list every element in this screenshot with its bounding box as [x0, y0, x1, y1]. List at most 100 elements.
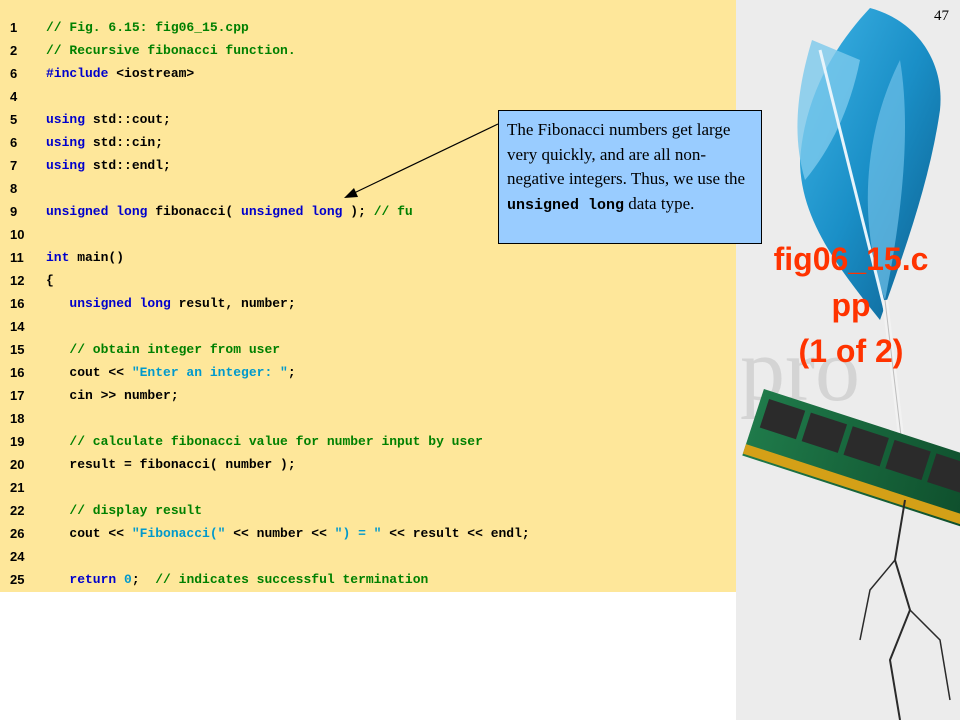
- line-number: 9: [10, 204, 18, 219]
- line-number: 7: [10, 158, 18, 173]
- code-text: // calculate fibonacci value for number …: [46, 430, 483, 453]
- line-number: 22: [10, 503, 25, 518]
- code-token: cout <<: [46, 526, 132, 541]
- code-token: result, number;: [170, 296, 296, 311]
- line-number: 26: [10, 526, 25, 541]
- code-line: 2 // Recursive fibonacci function.: [0, 39, 736, 62]
- code-token: // indicates successful termination: [155, 572, 429, 587]
- line-number: 4: [10, 89, 18, 104]
- code-text: unsigned long result, number;: [46, 292, 296, 315]
- line-number: 6: [10, 135, 18, 150]
- code-token: [46, 342, 69, 357]
- code-token: // fu: [373, 204, 413, 219]
- code-token: using: [46, 135, 86, 150]
- code-line: 26 cout << "Fibonacci(" << number << ") …: [0, 522, 736, 545]
- code-token: using: [46, 158, 86, 173]
- code-token: fibonacci(: [147, 204, 242, 219]
- callout-text-1: The Fibonacci numbers get large very qui…: [507, 120, 746, 188]
- code-token: ;: [287, 365, 296, 380]
- code-line: 9 unsigned long fibonacci( unsigned long …: [0, 200, 736, 223]
- code-token: "Enter an integer: ": [131, 365, 288, 380]
- line-number: 12: [10, 273, 25, 288]
- callout-text-2: data type.: [624, 193, 695, 213]
- code-line: 6 #include <iostream>: [0, 62, 736, 85]
- code-token: int: [46, 250, 70, 265]
- line-number: 25: [10, 572, 25, 587]
- code-token: [46, 296, 69, 311]
- code-token: std::cin;: [85, 135, 164, 150]
- code-token: <iostream>: [108, 66, 195, 81]
- line-number: 6: [10, 66, 18, 81]
- code-token: std::cout;: [85, 112, 171, 127]
- code-line: 16 unsigned long result, number;: [0, 292, 736, 315]
- line-number: 2: [10, 43, 18, 58]
- line-number: 16: [10, 365, 25, 380]
- code-line: 8: [0, 177, 736, 200]
- line-number: 20: [10, 457, 25, 472]
- code-text: int main(): [46, 246, 124, 269]
- line-number: 11: [10, 250, 24, 265]
- code-token: "Fibonacci(": [131, 526, 226, 541]
- line-number: 10: [10, 227, 25, 242]
- code-text: using std::endl;: [46, 154, 171, 177]
- code-listing: 1 // Fig. 6.15: fig06_15.cpp 2 // Recursive…: [0, 0, 736, 592]
- line-number: 14: [10, 319, 25, 334]
- code-line: 25 return 0; // indicates successful ter…: [0, 568, 736, 591]
- code-token: [46, 503, 69, 518]
- file-title-line-1: fig06_15.c: [773, 241, 929, 277]
- line-number: 15: [10, 342, 25, 357]
- code-token: );: [342, 204, 374, 219]
- code-token: ;: [131, 572, 156, 587]
- code-token: cout <<: [46, 365, 132, 380]
- code-token: cin >> number;: [46, 388, 179, 403]
- line-number: 1: [10, 20, 18, 35]
- code-token: // Fig. 6.15: fig06_15.cpp: [46, 20, 249, 35]
- code-line: 22 // display result: [0, 499, 736, 522]
- code-token: unsigned long: [46, 204, 148, 219]
- code-line: 15 // obtain integer from user: [0, 338, 736, 361]
- line-number: 5: [10, 112, 18, 127]
- code-token: return: [69, 572, 117, 587]
- code-line: 4: [0, 85, 736, 108]
- code-line: 20 result = fibonacci( number );: [0, 453, 736, 476]
- code-token: ") = ": [334, 526, 382, 541]
- code-text: cin >> number;: [46, 384, 179, 407]
- code-token: // display result: [69, 503, 203, 518]
- code-token: std::endl;: [85, 158, 171, 173]
- code-token: unsigned long: [241, 204, 343, 219]
- code-text: return 0; // indicates successful termin…: [46, 568, 428, 591]
- code-token: #include: [46, 66, 109, 81]
- code-token: {: [46, 273, 54, 288]
- code-line: 7 using std::endl;: [0, 154, 736, 177]
- line-number: 19: [10, 434, 25, 449]
- code-line: 10: [0, 223, 736, 246]
- code-text: unsigned long fibonacci( unsigned long )…: [46, 200, 413, 223]
- code-text: // Fig. 6.15: fig06_15.cpp: [46, 16, 249, 39]
- code-text: {: [46, 269, 54, 292]
- code-text: #include <iostream>: [46, 62, 194, 85]
- code-line: 21: [0, 476, 736, 499]
- code-token: // obtain integer from user: [69, 342, 281, 357]
- code-line: 18: [0, 407, 736, 430]
- file-title-line-3: (1 of 2): [798, 333, 904, 369]
- code-text: // display result: [46, 499, 202, 522]
- code-token: // Recursive fibonacci function.: [46, 43, 296, 58]
- code-text: using std::cin;: [46, 131, 163, 154]
- line-number: 21: [10, 480, 25, 495]
- code-line: 19 // calculate fibonacci value for numb…: [0, 430, 736, 453]
- code-token: [46, 434, 69, 449]
- line-number: 8: [10, 181, 18, 196]
- code-token: [116, 572, 124, 587]
- code-text: result = fibonacci( number );: [46, 453, 295, 476]
- code-token: // calculate fibonacci value for number …: [69, 434, 483, 449]
- code-token: main(): [69, 250, 125, 265]
- code-line: 16 cout << "Enter an integer: ";: [0, 361, 736, 384]
- code-line: 24: [0, 545, 736, 568]
- annotation-callout: The Fibonacci numbers get large very qui…: [498, 110, 762, 244]
- code-line: 1 // Fig. 6.15: fig06_15.cpp: [0, 16, 736, 39]
- code-line: 12 {: [0, 269, 736, 292]
- code-line: 6 using std::cin;: [0, 131, 736, 154]
- slide-number: 47: [934, 8, 949, 24]
